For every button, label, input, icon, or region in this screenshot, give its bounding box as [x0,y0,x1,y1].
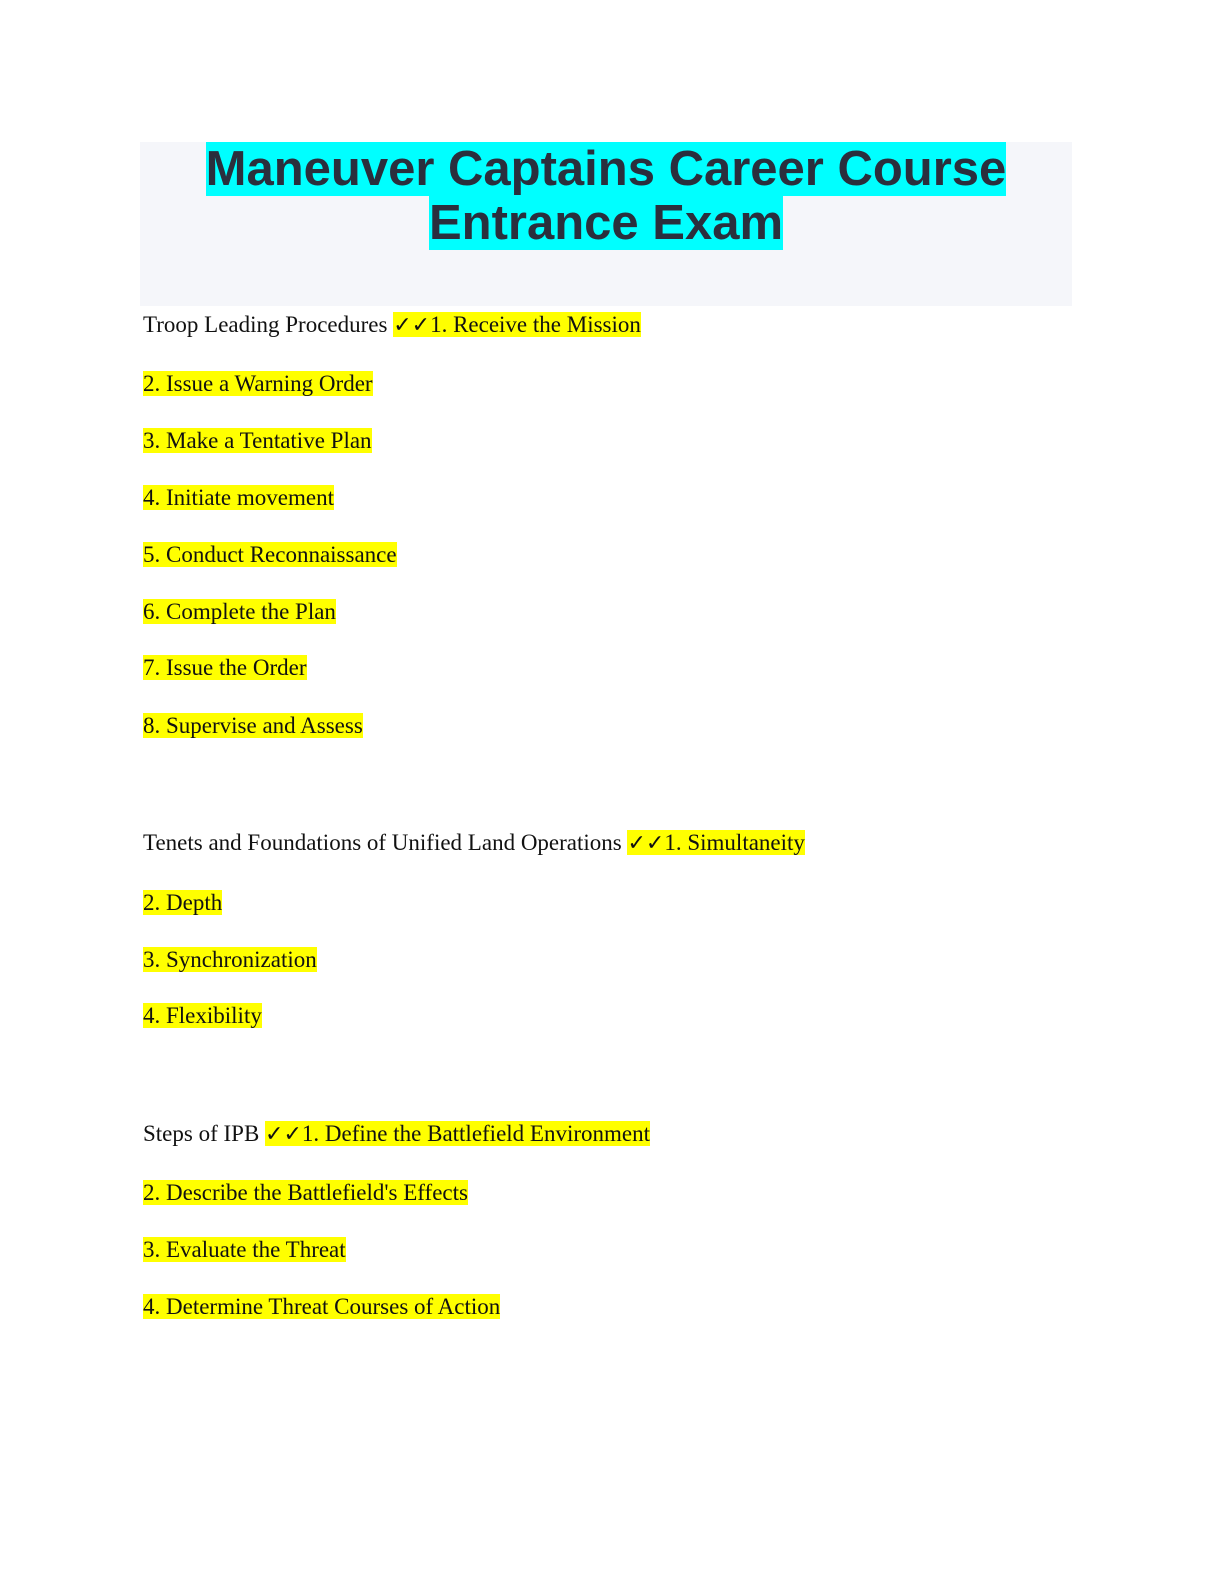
answer-line: 8. Supervise and Assess [143,710,363,741]
answer-highlight: ✓✓1. Define the Battlefield Environment [265,1121,651,1147]
answer-line: 4. Initiate movement [143,482,334,513]
question-troop-leading: Troop Leading Procedures ✓✓1. Receive th… [143,309,641,341]
answer-line: 3. Synchronization [143,944,317,975]
answer-item: 3. Synchronization [143,947,317,972]
answer-item: 2. Describe the Battlefield's Effects [143,1180,468,1205]
answer-highlight: ✓✓1. Receive the Mission [393,312,641,338]
answer-item: 5. Conduct Reconnaissance [143,542,397,567]
answer-item: 2. Depth [143,890,223,915]
answer-item: 4. Determine Threat Courses of Action [143,1294,501,1319]
answer-line: 5. Conduct Reconnaissance [143,539,397,570]
answer-line: 2. Describe the Battlefield's Effects [143,1177,468,1208]
answer-line: 4. Flexibility [143,1000,262,1031]
answer-item: 2. Issue a Warning Order [143,371,373,396]
answer-item: 1. Simultaneity [664,830,805,855]
answer-item: 7. Issue the Order [143,655,307,680]
answer-highlight: ✓✓1. Simultaneity [627,830,805,856]
answer-line: 2. Issue a Warning Order [143,368,373,399]
answer-item: 8. Supervise and Assess [143,713,363,738]
answer-item: 6. Complete the Plan [143,599,336,624]
title-line-1: Maneuver Captains Career Course [205,142,1007,196]
answer-line: 6. Complete the Plan [143,596,336,627]
double-check-icon: ✓✓ [393,313,431,338]
question-unified-land-operations: Tenets and Foundations of Unified Land O… [143,827,805,859]
answer-line: 3. Make a Tentative Plan [143,425,372,456]
answer-line: 7. Issue the Order [143,652,307,683]
double-check-icon: ✓✓ [627,831,665,856]
question-steps-of-ipb: Steps of IPB ✓✓1. Define the Battlefield… [143,1118,651,1150]
answer-line: 2. Depth [143,887,223,918]
answer-item: 3. Make a Tentative Plan [143,428,372,453]
question-text: Tenets and Foundations of Unified Land O… [143,830,622,855]
question-text: Steps of IPB [143,1121,260,1146]
double-check-icon: ✓✓ [265,1122,302,1147]
answer-line: 3. Evaluate the Threat [143,1234,346,1265]
answer-item: 1. Define the Battlefield Environment [301,1121,651,1146]
document-title: Maneuver Captains Career Course Entrance… [140,142,1072,250]
answer-item: 1. Receive the Mission [430,312,641,337]
answer-item: 3. Evaluate the Threat [143,1237,346,1262]
answer-item: 4. Initiate movement [143,485,334,510]
answer-item: 4. Flexibility [143,1003,262,1028]
answer-line: 4. Determine Threat Courses of Action [143,1291,501,1322]
question-text: Troop Leading Procedures [143,312,388,337]
title-line-2: Entrance Exam [428,196,784,250]
